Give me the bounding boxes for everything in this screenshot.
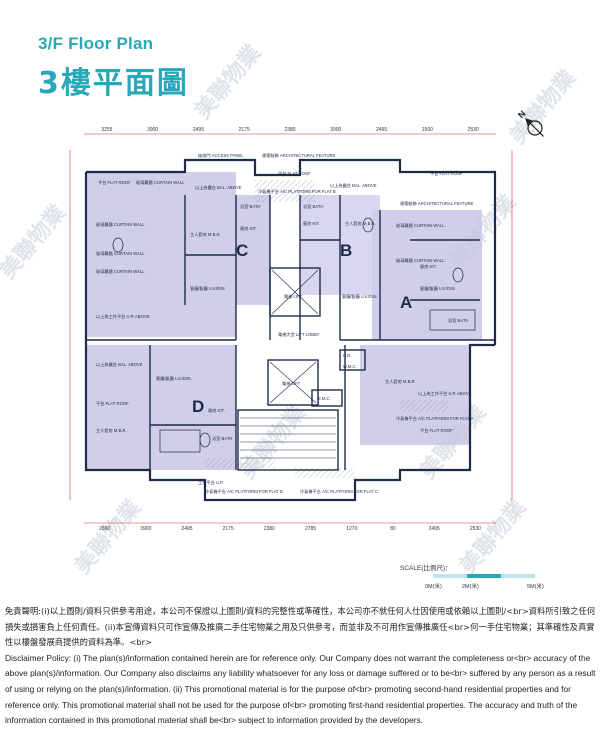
- label-curtain-wall-left-2: 玻璃幕牆 CURTAIN WALL: [96, 250, 145, 257]
- label-curtain-wall-right-1: 玻璃幕牆 CURTAIN WALL: [396, 222, 445, 229]
- label-master-br-d: 主人套房 M.B.R.: [96, 427, 127, 434]
- label-ur-d: 工作平台 U.P.: [198, 479, 224, 486]
- disclaimer: 免責聲明:(i)以上圖則/資料只供參考用途，本公司不保證以上圖則/資料的完整性或…: [5, 604, 601, 729]
- scale-label: SCALE(比例尺)：: [400, 563, 452, 572]
- interior-walls: [86, 195, 495, 471]
- dimension-label: 2785: [305, 526, 316, 532]
- label-ac-platform-b: 冷氣機平台 A/C PLATFORM FOR FLAT B: [258, 188, 336, 195]
- dimension-label: 80: [390, 526, 396, 532]
- label-bath-a: 浴室 BATH: [448, 317, 468, 324]
- label-living-dining-b: 客廳/飯廳 LIV./DIN.: [342, 293, 378, 300]
- dimension-label: 2560: [99, 526, 110, 532]
- disclaimer-english: Disclaimer Policy: (i) The plan(s)/infor…: [5, 652, 596, 726]
- label-bal-above-b: 以上為露台 BAL. ABOVE: [330, 182, 377, 189]
- label-master-br-a: 主人套房 M.B.R.: [385, 378, 416, 385]
- disclaimer-chinese: 免責聲明:(i)以上圖則/資料只供參考用途，本公司不保證以上圖則/資料的完整性或…: [5, 606, 596, 648]
- label-ac-platform-c: 冷氣機平台 A/C PLATFORM FOR FLAT C: [300, 488, 378, 495]
- label-living-dining-c: 客廳/飯廳 LIV./DIN.: [190, 285, 226, 292]
- label-kit-b: 廚房 KIT.: [303, 220, 320, 227]
- bath-fixtures: [112, 217, 476, 453]
- label-kit-a: 廚房 KIT.: [420, 263, 437, 270]
- scale-bar-segment-3: [501, 574, 535, 578]
- dimension-label: 2495: [376, 127, 387, 133]
- staircase: [240, 417, 336, 459]
- watermark-7: 美聯物業: [70, 494, 147, 579]
- label-wmc: W.M.C.: [343, 364, 357, 369]
- label-curtain-wall-left-1: 玻璃幕牆 CURTAIN WALL: [96, 221, 145, 228]
- dimension-label: 2530: [468, 127, 479, 133]
- scale-bar-segment-1: [433, 574, 467, 578]
- plan-title-english: 3/F Floor Plan: [38, 34, 154, 53]
- flat-letter-b: B: [340, 241, 352, 260]
- top-dimension-labels: 3255 3900 2495 2175 2380 3900 2495 1500 2530: [101, 127, 479, 133]
- dimension-label: 2175: [239, 127, 250, 133]
- label-arch-feature-right: 建築裝飾 ARCHITECTURAL FEATURE: [400, 200, 473, 207]
- dimension-label: 1500: [422, 127, 433, 133]
- flat-letter-d: D: [192, 397, 204, 416]
- label-ur-above-left: 以上為工作平台 U.P. ABOVE: [96, 313, 150, 320]
- flat-letter-c: C: [236, 241, 248, 260]
- label-kit-c: 廚房 KIT.: [240, 225, 257, 232]
- room-labels: 檢修門 ACCESS PANEL 建築裝飾 ARCHITECTURAL FEAT…: [96, 152, 474, 495]
- scale-tick-2: 2M(米): [462, 582, 479, 590]
- scale-tick-0: 0M(米): [425, 582, 442, 590]
- plan-title-chinese: 3樓平面圖: [38, 66, 189, 101]
- floor-plan-diagram: 美聯物業 美聯物業 美聯物業 美聯物業 美聯物業 美聯物業 美聯物業 美聯物業 …: [0, 39, 582, 590]
- label-lift-1: 電梯 LIFT: [284, 293, 303, 300]
- label-curtain-wall-top-left: 玻璃幕牆 CURTAIN WALL: [136, 179, 185, 186]
- lift-cars: [269, 269, 319, 404]
- dimension-label: 2530: [470, 526, 481, 532]
- watermark-3: 美聯物業: [0, 199, 72, 284]
- label-living-dining-a: 客廳/飯廳 LIV./DIN.: [420, 285, 456, 292]
- label-bath-c: 浴室 BATH: [240, 203, 260, 210]
- dimension-label: 2495: [193, 127, 204, 133]
- label-bath-d: 浴室 BATH: [212, 435, 232, 442]
- label-master-br-c: 主人套房 M.B.R.: [190, 231, 221, 238]
- label-living-dining-d: 客廳/飯廳 LIV./DIN.: [156, 375, 192, 382]
- watermark-8: 美聯物業: [455, 494, 532, 579]
- label-flat-roof-bottom-right: 平台 FLAT ROOF: [420, 427, 453, 434]
- dimension-label: 2175: [223, 526, 234, 532]
- dimension-label: 1270: [346, 526, 357, 532]
- label-flat-roof-top-left: 平台 FLAT ROOF: [98, 179, 131, 186]
- label-ac-platform-d: 冷氣機平台 A/C PLATFORM FOR FLAT D: [205, 488, 283, 495]
- dimension-label: 2495: [429, 526, 440, 532]
- label-emc: E.M.C.: [318, 396, 331, 401]
- bottom-dimension-labels: 2560 3900 2495 2175 2380 2785 1270 80 2495 2530: [99, 526, 481, 532]
- dimension-label: 3900: [140, 526, 151, 532]
- dimension-label: 2380: [284, 127, 295, 133]
- flat-letter-a: A: [400, 293, 412, 312]
- label-arch-feature-top: 建築裝飾 ARCHITECTURAL FEATURE: [262, 152, 335, 159]
- watermark-1: 美聯物業: [190, 39, 267, 124]
- label-ur-above-a: 以上為工作平台 U.P. ABOVE: [418, 390, 472, 397]
- flat-letters: A B C D: [192, 241, 412, 416]
- dimension-label: 3900: [147, 127, 158, 133]
- label-bal-above-top-left: 以上為露台 BAL. ABOVE: [195, 184, 242, 191]
- label-curtain-wall-right-2: 玻璃幕牆 CURTAIN WALL: [396, 257, 445, 264]
- label-flat-roof-top-mid: 平台 FLAT ROOF: [278, 170, 311, 177]
- label-access-panel: 檢修門 ACCESS PANEL: [198, 152, 244, 159]
- label-flat-roof-left: 平台 FLAT ROOF: [96, 400, 129, 407]
- dimension-label: 3900: [330, 127, 341, 133]
- label-ac-platform-a: 冷氣機平台 A/C PLATFORM FOR FLAT A: [396, 415, 474, 422]
- dimension-label: 3255: [101, 127, 112, 133]
- north-label: N: [516, 109, 528, 121]
- dimension-label: 2495: [181, 526, 192, 532]
- scale-bar-segment-2: [467, 574, 501, 578]
- label-hr: H.R.: [343, 353, 351, 358]
- label-master-br-b: 主人套房 M.B.R.: [345, 220, 376, 227]
- label-curtain-wall-left-3: 玻璃幕牆 CURTAIN WALL: [96, 268, 145, 275]
- label-bath-b: 浴室 BATH: [303, 203, 323, 210]
- scale-bar: SCALE(比例尺)： 0M(米) 2M(米) 5M(米): [400, 563, 544, 590]
- label-bal-above-left: 以上為露台 BAL. ABOVE: [96, 361, 143, 368]
- label-flat-roof-top-right: 平台 FLAT ROOF: [430, 170, 463, 177]
- label-lift-lobby: 電梯大堂 LIFT LOBBY: [278, 331, 320, 338]
- dimension-lines: [69, 133, 513, 524]
- label-lift-2: 電梯 LIFT: [282, 380, 301, 387]
- scale-tick-5: 5M(米): [527, 582, 544, 590]
- label-kit-d: 廚房 KIT.: [208, 407, 225, 414]
- dimension-label: 2380: [264, 526, 275, 532]
